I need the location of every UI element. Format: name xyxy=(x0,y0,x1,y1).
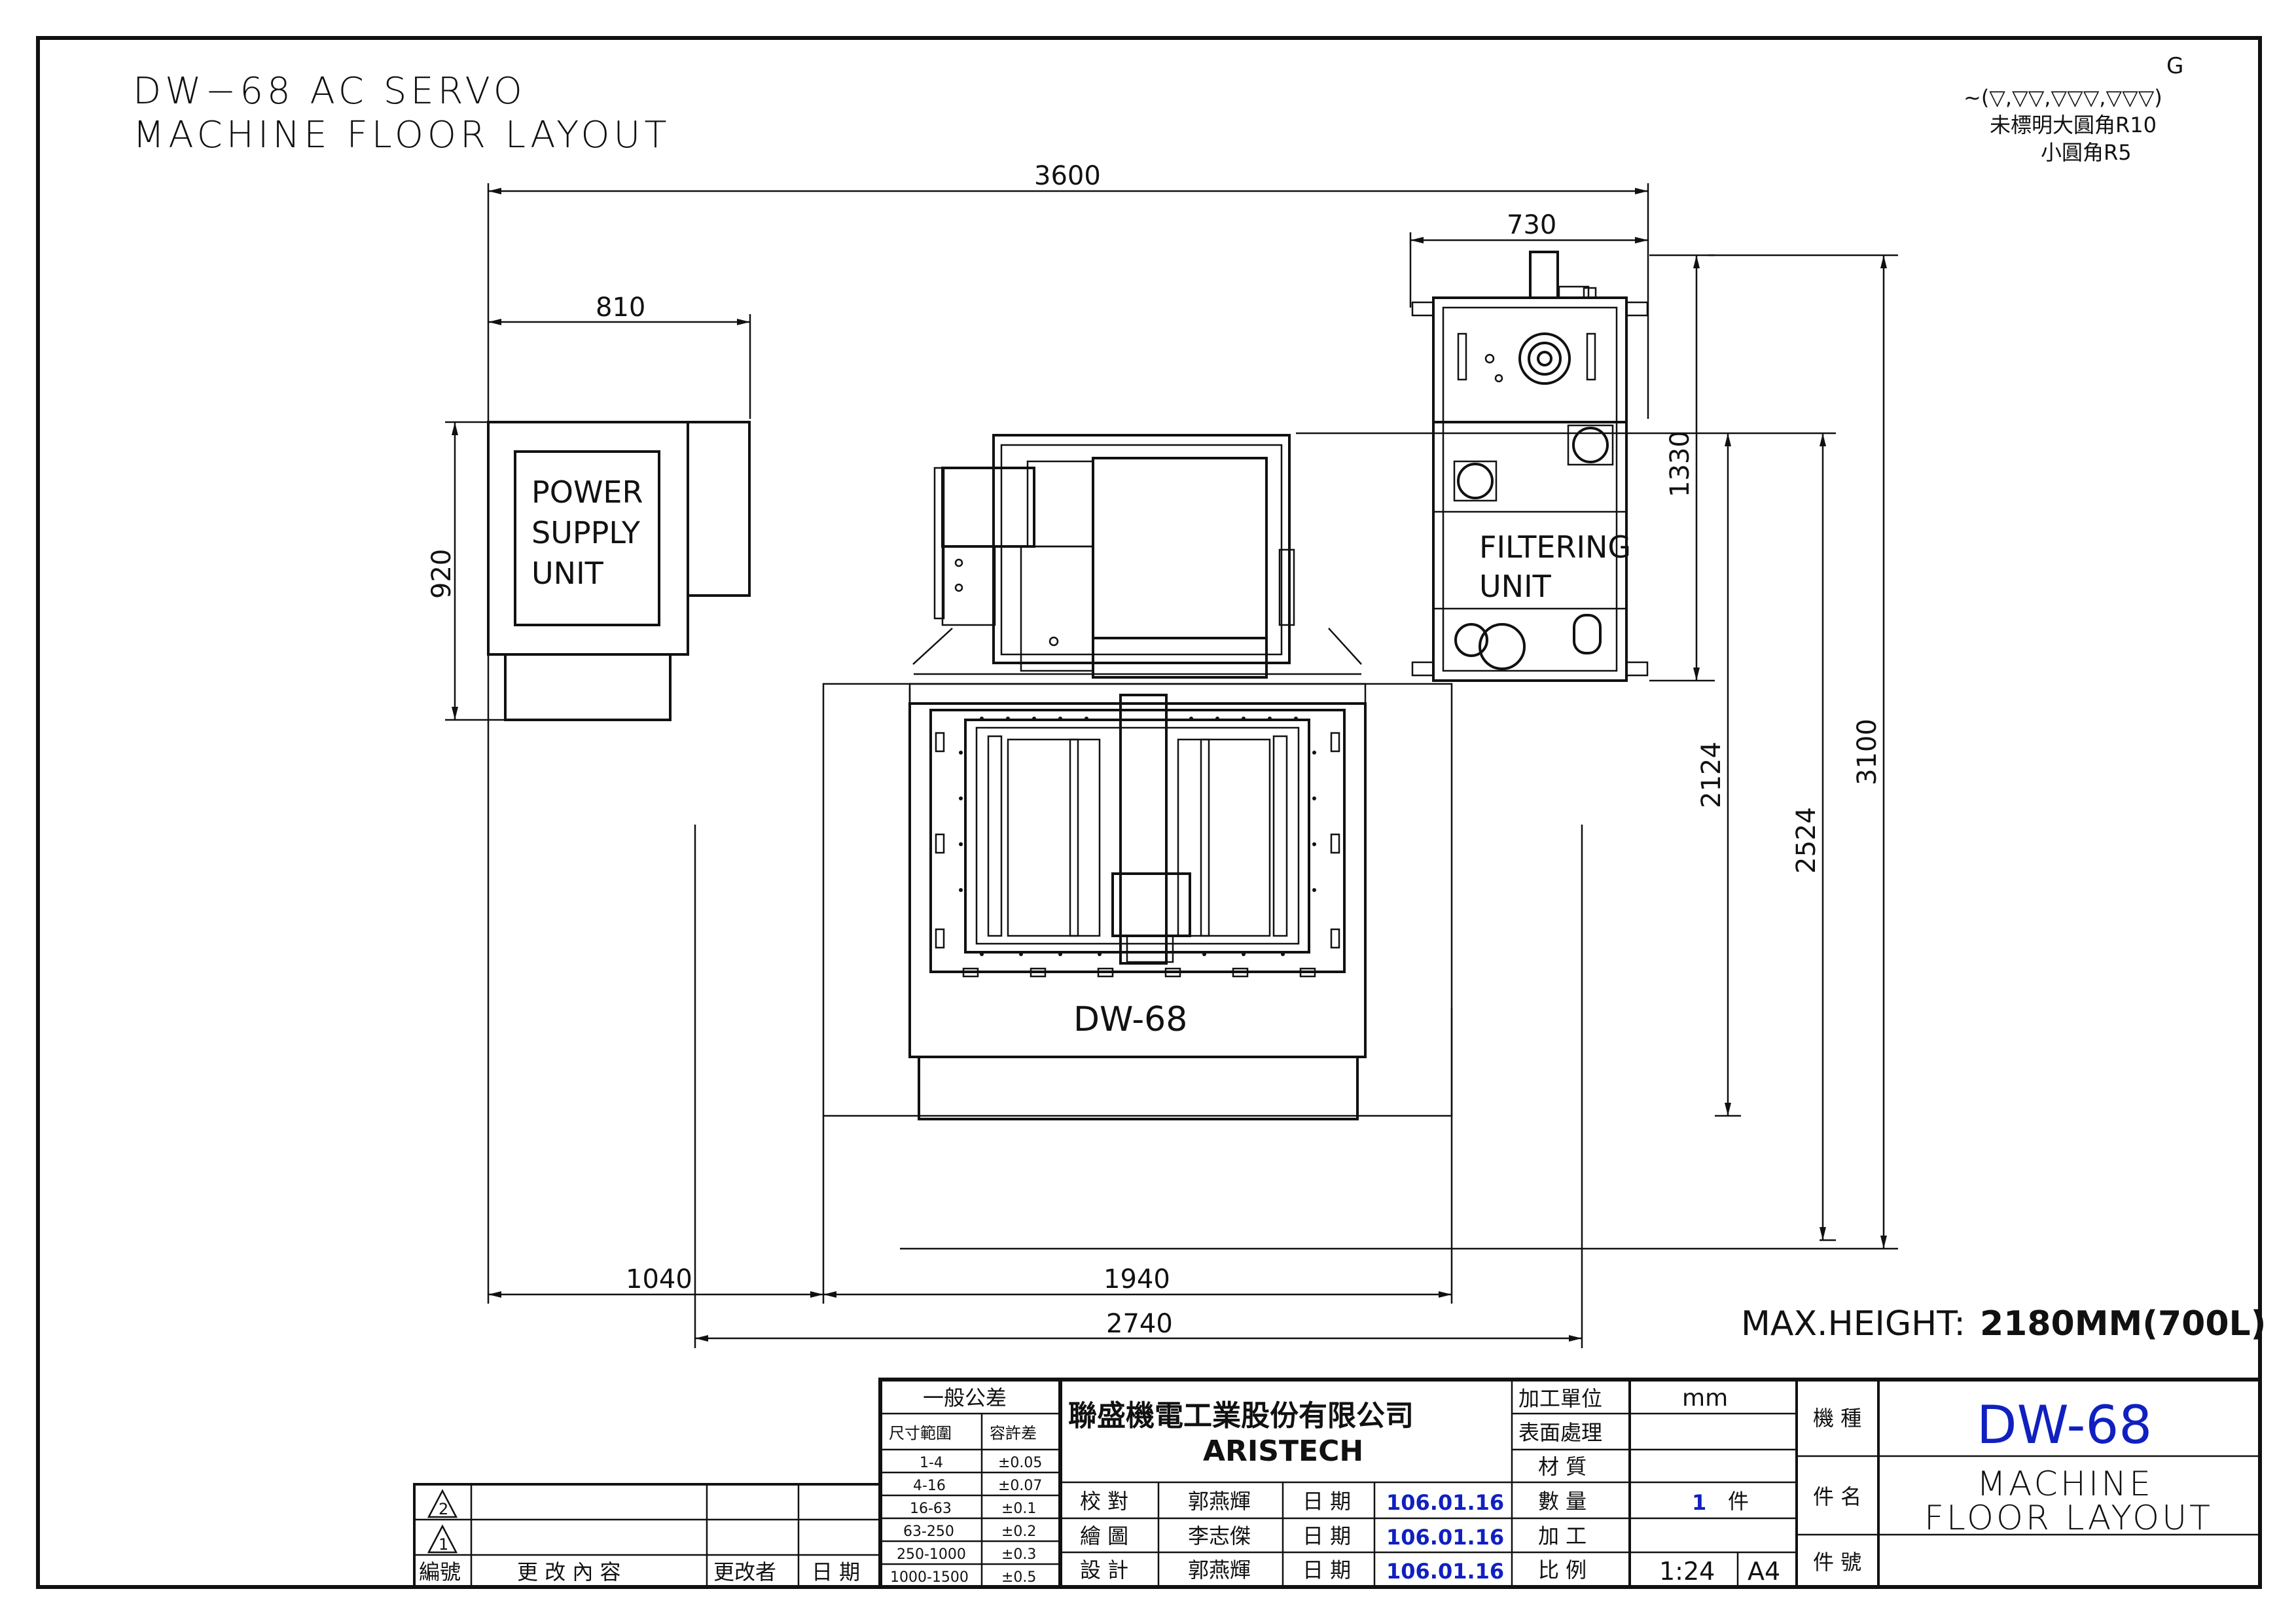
revision-2: 2 xyxy=(439,1500,448,1518)
tol-range-4: 63-250 xyxy=(903,1524,954,1540)
revision-no-header: 編號 xyxy=(419,1560,461,1584)
part-no-label: 件 號 xyxy=(1813,1550,1861,1575)
surface-label: 表面處理 xyxy=(1518,1420,1602,1445)
max-height-label: MAX.HEIGHT: xyxy=(1741,1304,1965,1344)
paper-size: A4 xyxy=(1748,1557,1780,1586)
tol-range-2: 4-16 xyxy=(913,1478,946,1494)
part-label: 件 名 xyxy=(1813,1484,1861,1509)
company-name-cn: 聯盛機電工業股份有限公司 xyxy=(1068,1399,1414,1433)
tank-bolt-dots xyxy=(959,717,1316,956)
dim-810: 810 xyxy=(596,293,645,323)
date-label-1: 日 期 xyxy=(1302,1489,1351,1514)
qty-label: 數 量 xyxy=(1538,1489,1587,1514)
dim-1330: 1330 xyxy=(1665,431,1695,497)
date-label-3: 日 期 xyxy=(1302,1558,1351,1582)
dim-2124: 2124 xyxy=(1696,741,1727,808)
model-value: DW-68 xyxy=(1977,1395,2152,1455)
scale-label: 比 例 xyxy=(1538,1558,1587,1582)
dim-2740: 2740 xyxy=(1106,1309,1173,1339)
tolerance-col1: 尺寸範圍 xyxy=(889,1424,952,1442)
drawer-name: 李志傑 xyxy=(1188,1524,1251,1548)
surface-symbol-top: G xyxy=(2166,53,2183,79)
power-supply-label-1: POWER xyxy=(531,474,643,510)
tol-value-2: ±0.07 xyxy=(998,1478,1042,1494)
part-value-2: FLOOR LAYOUT xyxy=(1924,1499,2213,1538)
tolerance-header: 一般公差 xyxy=(923,1385,1007,1410)
material-label: 材 質 xyxy=(1538,1454,1587,1479)
qty-unit: 件 xyxy=(1728,1489,1749,1514)
dim-730: 730 xyxy=(1507,210,1556,240)
machine-dw68: DW-68 xyxy=(822,434,1453,1120)
unit-value: mm xyxy=(1682,1385,1728,1412)
qty-value: 1 xyxy=(1692,1490,1706,1515)
drawing-title-line2: MACHINE FLOOR LAYOUT xyxy=(133,114,671,156)
tol-value-5: ±0.3 xyxy=(1001,1546,1036,1563)
surface-note-line2: 小圓角R5 xyxy=(2041,140,2132,165)
filtering-label-1: FILTERING xyxy=(1479,529,1631,565)
dim-920: 920 xyxy=(427,549,457,599)
part-value-1: MACHINE xyxy=(1977,1465,2153,1504)
power-supply-unit: POWER SUPPLY UNIT xyxy=(487,421,751,721)
date-label-2: 日 期 xyxy=(1302,1524,1351,1548)
machine-label: DW-68 xyxy=(1073,1000,1187,1039)
tol-value-3: ±0.1 xyxy=(1001,1501,1036,1517)
dim-3600: 3600 xyxy=(1034,161,1101,191)
unit-label: 加工單位 xyxy=(1518,1386,1602,1411)
date-value-3: 106.01.16 xyxy=(1386,1559,1504,1584)
title-block: 2 1 編號 更 改 內 容 更改者 日 期 一般公差 尺寸範圍 容許差 1-4… xyxy=(413,1378,2262,1589)
dim-3100: 3100 xyxy=(1852,719,1882,785)
dim-1040: 1040 xyxy=(626,1264,692,1294)
revision-1: 1 xyxy=(439,1535,448,1554)
tol-range-6: 1000-1500 xyxy=(890,1569,969,1586)
tolerance-col2: 容許差 xyxy=(990,1424,1037,1442)
filtering-label-2: UNIT xyxy=(1479,569,1552,604)
company-name-en: ARISTECH xyxy=(1203,1435,1363,1468)
date-value-1: 106.01.16 xyxy=(1386,1490,1504,1515)
surface-note-line1: 未標明大圓角R10 xyxy=(1990,113,2157,137)
design-label: 設 計 xyxy=(1080,1558,1128,1582)
revision-content-header: 更 改 內 容 xyxy=(517,1560,621,1584)
tol-value-4: ±0.2 xyxy=(1001,1524,1036,1540)
filtering-unit: FILTERING UNIT xyxy=(1411,251,1649,682)
revision-date-header: 日 期 xyxy=(812,1560,860,1584)
tol-value-1: ±0.05 xyxy=(998,1455,1042,1471)
drawing-title-line1: DW−68 AC SERVO xyxy=(133,70,526,113)
dim-1940: 1940 xyxy=(1103,1264,1170,1294)
tol-range-1: 1-4 xyxy=(920,1455,943,1471)
max-height-value: 2180MM(700L) xyxy=(1980,1304,2266,1344)
scale-value: 1:24 xyxy=(1659,1557,1715,1586)
dim-2524: 2524 xyxy=(1791,807,1821,874)
date-value-2: 106.01.16 xyxy=(1386,1525,1504,1550)
checker-name: 郭燕輝 xyxy=(1188,1489,1251,1514)
tol-range-5: 250-1000 xyxy=(897,1546,966,1563)
process-label: 加 工 xyxy=(1538,1524,1587,1548)
check-label: 校 對 xyxy=(1080,1489,1128,1514)
power-supply-label-2: SUPPLY xyxy=(531,515,641,550)
draw-label: 繪 圖 xyxy=(1080,1524,1128,1548)
power-supply-label-3: UNIT xyxy=(531,556,604,591)
designer-name: 郭燕輝 xyxy=(1188,1558,1251,1582)
model-label: 機 種 xyxy=(1813,1406,1861,1431)
tol-value-6: ±0.5 xyxy=(1001,1569,1036,1586)
drawing-border xyxy=(36,36,2262,1589)
tol-range-3: 16-63 xyxy=(910,1501,952,1517)
surface-symbol: ~(▽,▽▽,▽▽▽,▽▽▽) xyxy=(1964,85,2162,110)
revision-by-header: 更改者 xyxy=(713,1560,776,1584)
